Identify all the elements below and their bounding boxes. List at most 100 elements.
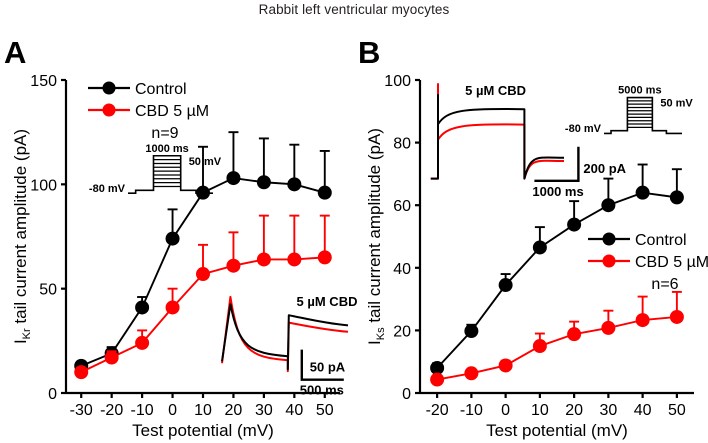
y-tick-label: 0 [402,386,411,403]
x-tick-label: 50 [316,402,334,419]
data-point [635,185,650,200]
data-point [567,217,582,232]
data-point [135,300,150,315]
x-axis-title: Test potential (mV) [132,421,274,440]
x-tick-label: -10 [460,402,483,419]
y-axis-title: IKr tail current amplitude (pA) [11,129,33,344]
legend-label-cbd: CBD 5 µM [135,103,209,120]
y-tick-label: 60 [393,198,411,215]
data-point [165,231,180,246]
legend-marker-cbd [602,254,616,268]
data-point [635,313,650,328]
data-point [287,252,302,267]
protocol-waveform [128,154,213,194]
legend-marker-control [602,232,616,246]
x-tick-label: 0 [501,402,510,419]
y-tick-label: 150 [30,73,57,90]
svg-text:IKs tail current amplitude (pA: IKs tail current amplitude (pA) [365,128,387,345]
y-tick-label: 40 [393,261,411,278]
x-tick-label: 10 [531,402,549,419]
data-point [567,327,582,342]
legend-marker-control [102,81,116,95]
data-point [669,190,684,205]
current-trace-inset: 5 µM CBD 50 pA 500 ms [221,294,358,398]
data-point [317,185,332,200]
data-point [601,198,616,213]
time-scale-label: 500 ms [300,383,344,398]
x-tick-label: 10 [194,402,212,419]
protocol-duration-label: 5000 ms [618,85,661,97]
panel-letter-a: A [4,35,27,70]
svg-text:IKr tail current amplitude (pA: IKr tail current amplitude (pA) [11,129,33,344]
protocol-waveform [604,96,682,135]
series-cbd [430,290,684,387]
trace-control [221,303,349,371]
data-point [226,258,241,273]
x-tick-label: 30 [255,402,273,419]
x-tick-label: -30 [70,402,93,419]
x-tick-label: 40 [285,402,303,419]
protocol-top-voltage-label: 50 mV [660,98,693,110]
series-control [430,163,684,375]
y-tick-label: 20 [393,323,411,340]
data-point [498,278,513,293]
data-point [430,372,445,387]
data-point [532,240,547,255]
current-scale-label: 200 pA [583,161,626,176]
data-point [256,252,271,267]
protocol-duration-label: 1000 ms [145,143,188,155]
y-tick-label: 0 [48,386,57,403]
data-point [601,320,616,335]
protocol-top-voltage-label: 50 mV [189,156,222,168]
data-point [498,358,513,373]
legend-label-n: n=9 [151,125,178,142]
data-point [464,324,479,339]
series-cbd [74,214,332,380]
x-tick-label: 50 [668,402,686,419]
x-tick-label: 30 [599,402,617,419]
y-tick-label: 100 [30,177,57,194]
figure-title: Rabbit left ventricular myocytes [258,2,450,17]
y-axis-title: IKs tail current amplitude (pA) [365,128,387,345]
legend-marker-cbd [102,103,116,117]
x-tick-label: 20 [565,402,583,419]
data-point [287,177,302,192]
legend-label-control: Control [135,81,187,98]
trace-condition-label: 5 µM CBD [297,294,358,309]
scale-bar [300,349,344,381]
legend-label-n: n=6 [651,276,678,293]
data-point [669,309,684,324]
time-scale-label: 1000 ms [532,184,583,199]
trace-cbd [430,83,565,180]
protocol-holding-label: -80 mV [565,123,602,135]
x-tick-label: 0 [168,402,177,419]
scale-bar [534,146,580,182]
y-tick-label: 80 [393,136,411,153]
y-tick-label: 50 [39,282,57,299]
data-point [165,300,180,315]
trace-control [430,94,565,180]
y-tick-label: 100 [384,73,411,90]
trace-condition-label: 5 µM CBD [465,83,526,98]
data-point [317,250,332,265]
series-line [436,191,678,369]
current-scale-label: 50 pA [310,360,346,375]
data-point [226,171,241,186]
data-point [532,339,547,354]
x-axis-title: Test potential (mV) [486,421,628,440]
legend-label-cbd: CBD 5 µM [635,254,708,271]
data-point [256,175,271,190]
x-tick-label: -20 [426,402,449,419]
x-tick-label: 20 [225,402,243,419]
data-point [464,366,479,381]
data-point [135,335,150,350]
panel-letter-b: B [358,35,381,70]
x-tick-label: 40 [634,402,652,419]
